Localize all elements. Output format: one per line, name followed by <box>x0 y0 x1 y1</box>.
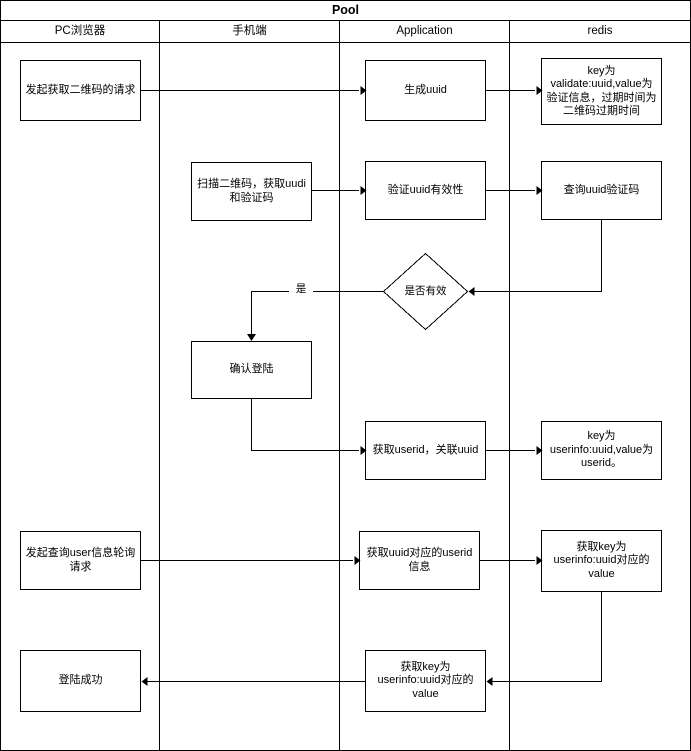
node-shape-n1 <box>20 60 141 121</box>
node-shape-n2 <box>365 60 486 121</box>
node-shape-n9 <box>365 421 486 480</box>
node-shape-n14 <box>20 650 141 712</box>
arrowhead-n5-n6 <box>536 186 543 195</box>
edge-n8-n9 <box>251 398 359 451</box>
arrowhead-n11-n12 <box>354 556 361 565</box>
node-shape-n8 <box>191 341 312 399</box>
arrowhead-n4-n5 <box>360 186 367 195</box>
node-shape-n6 <box>541 161 662 220</box>
node-shape-n13 <box>541 530 662 592</box>
edge-n13-n15 <box>491 591 602 682</box>
arrowhead-n15-n14 <box>141 677 148 686</box>
arrowhead-n7-n8 <box>247 334 256 341</box>
arrowhead-n6-n7 <box>468 287 475 296</box>
arrowhead-n1-n2 <box>360 86 367 95</box>
edge-n6-n7 <box>473 219 602 292</box>
node-shape-n3 <box>541 58 662 125</box>
node-shape-n4 <box>191 162 312 221</box>
node-shape-n7 <box>382 252 469 331</box>
node-shape-n11 <box>20 531 141 590</box>
node-shape-n5 <box>365 161 486 220</box>
node-shape-n12 <box>359 531 480 590</box>
arrowhead-n2-n3 <box>536 86 543 95</box>
arrowhead-n8-n9 <box>360 446 367 455</box>
arrowhead-n12-n13 <box>536 556 543 565</box>
edge-n7-n8 <box>251 291 384 335</box>
arrowhead-n13-n15 <box>486 677 493 686</box>
node-shape-n10 <box>541 421 662 480</box>
arrowhead-n9-n10 <box>536 446 543 455</box>
node-shape-n15 <box>365 650 486 712</box>
